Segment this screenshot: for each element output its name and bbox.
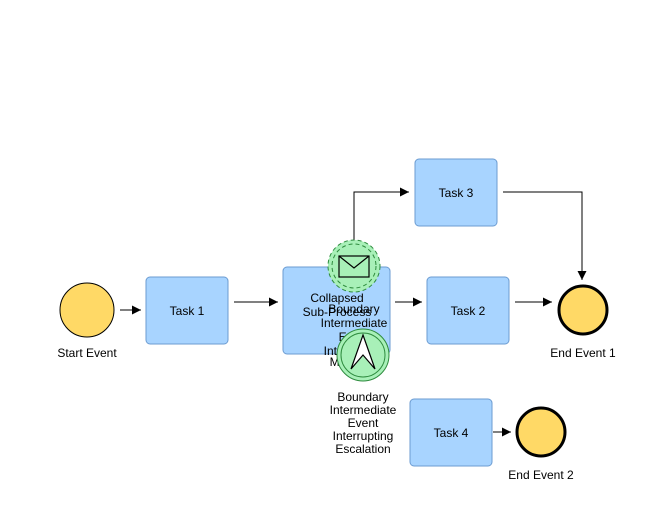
end-event-1[interactable] — [557, 284, 609, 336]
sequence-flows — [120, 187, 587, 437]
boundary-escalation-label-line-3: Event — [348, 416, 379, 430]
boundary-escalation-label-line-2: Intermediate — [330, 403, 397, 417]
end-event-1-label: End Event 1 — [550, 346, 616, 360]
subprocess-label-line-1: Collapsed — [310, 291, 363, 305]
boundary-escalation-label-line-5: Escalation — [335, 442, 390, 456]
task-1-label: Task 1 — [170, 304, 205, 318]
task-3[interactable]: Task 3 — [414, 158, 498, 227]
boundary-message-label-line-1: Boundary — [328, 302, 379, 316]
envelope-icon — [338, 255, 370, 278]
boundary-message-label-line-2: Intermediate — [321, 316, 388, 330]
flow-task3-to-end1[interactable] — [503, 191, 587, 280]
start-event-label: Start Event — [57, 346, 117, 360]
boundary-escalation-label-line-4: Interrupting — [333, 429, 394, 443]
boundary-escalation-label-line-1: Boundary — [337, 390, 388, 404]
flow-message-to-task3[interactable] — [353, 187, 409, 240]
task-1[interactable]: Task 1 — [145, 276, 229, 345]
start-event[interactable] — [59, 282, 115, 338]
task-4-label: Task 4 — [434, 426, 469, 440]
escalation-arrow-icon — [350, 333, 376, 370]
task-2[interactable]: Task 2 — [426, 276, 510, 345]
task-4[interactable]: Task 4 — [409, 398, 493, 467]
subprocess-label-line-2: Sub-Process — [303, 305, 372, 319]
boundary-message-event[interactable] — [327, 239, 381, 293]
task-2-label: Task 2 — [451, 304, 486, 318]
end-event-2[interactable] — [515, 406, 567, 458]
boundary-escalation-event[interactable] — [336, 328, 390, 382]
end-event-2-label: End Event 2 — [508, 468, 574, 482]
task-3-label: Task 3 — [439, 186, 474, 200]
